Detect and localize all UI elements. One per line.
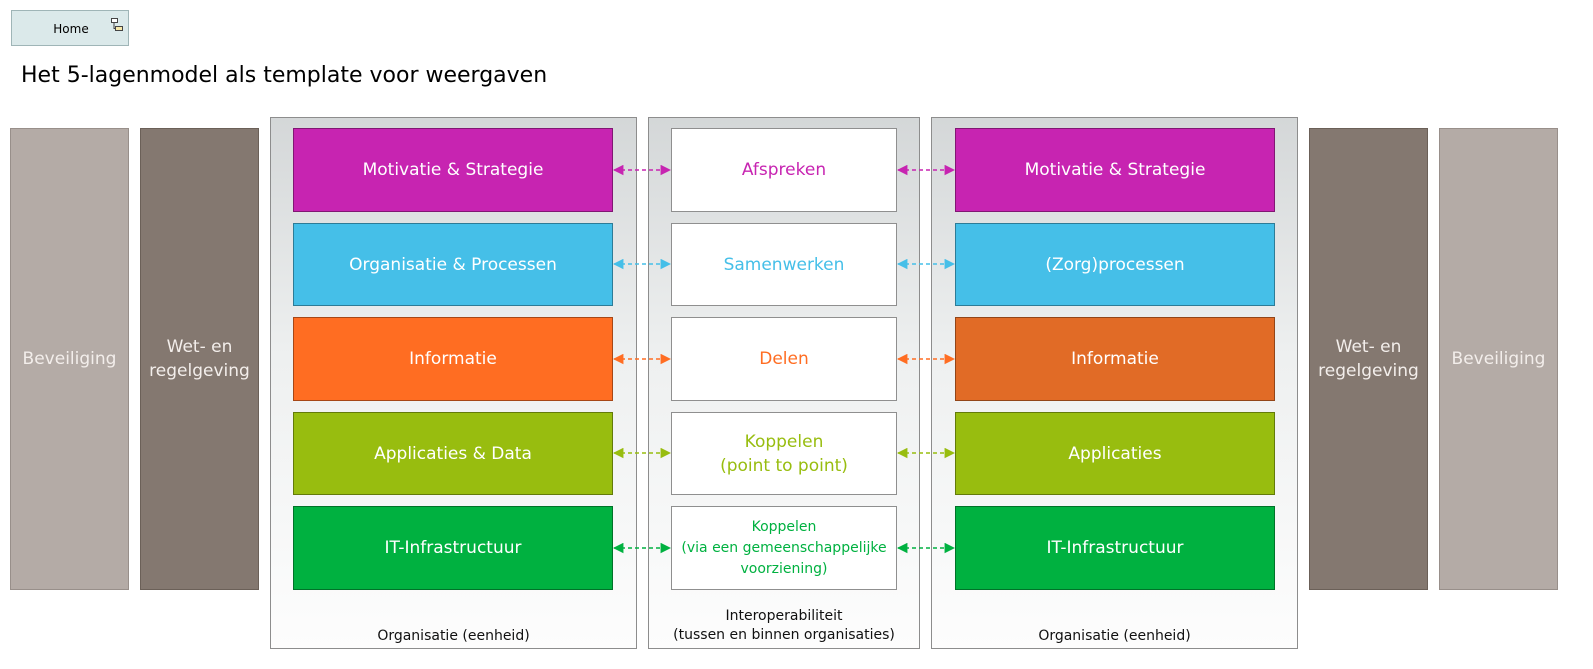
home-button-label: Home [53, 22, 89, 36]
right-layer-infrastructure: IT-Infrastructuur [955, 506, 1275, 590]
interoperability-caption: Interoperabiliteit (tussen en binnen org… [673, 608, 895, 643]
right-layer-strategy: Motivatie & Strategie [955, 128, 1275, 212]
page-title: Het 5-lagenmodel als template voor weerg… [21, 63, 548, 88]
legislation-column-right: Wet- en regelgeving [1309, 128, 1428, 590]
home-button[interactable]: Home [11, 10, 129, 46]
hierarchy-icon [111, 17, 123, 36]
security-column-right: Beveiliging [1439, 128, 1558, 590]
left-layer-information: Informatie [293, 317, 613, 401]
right-layer-processes: (Zorg)processen [955, 223, 1275, 306]
legislation-column-left: Wet- en regelgeving [140, 128, 259, 590]
left-layer-applications: Applicaties & Data [293, 412, 613, 495]
left-layer-strategy: Motivatie & Strategie [293, 128, 613, 212]
right-panel-caption: Organisatie (eenheid) [1038, 628, 1191, 644]
left-layer-infrastructure: IT-Infrastructuur [293, 506, 613, 590]
left-layer-processes: Organisatie & Processen [293, 223, 613, 306]
interop-agree: Afspreken [671, 128, 897, 212]
right-layer-information: Informatie [955, 317, 1275, 401]
left-panel-caption: Organisatie (eenheid) [377, 628, 530, 644]
interop-connect-p2p: Koppelen (point to point) [671, 412, 897, 495]
interop-collaborate: Samenwerken [671, 223, 897, 306]
interop-connect-shared: Koppelen (via een gemeenschappelijke voo… [671, 506, 897, 590]
right-layer-applications: Applicaties [955, 412, 1275, 495]
interop-share: Delen [671, 317, 897, 401]
security-column-left: Beveiliging [10, 128, 129, 590]
